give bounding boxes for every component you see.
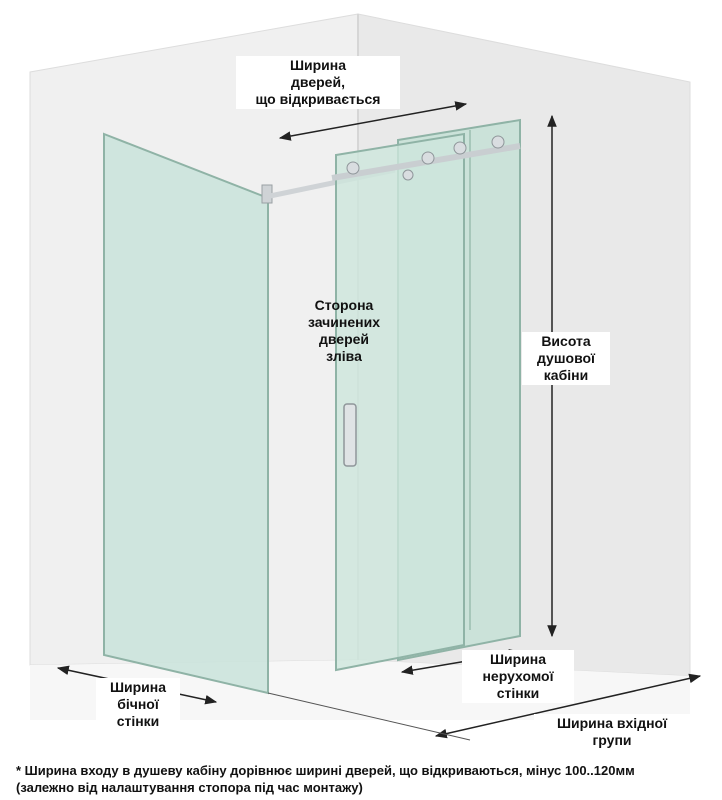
label-entry-group-width: Ширина вхідної групи bbox=[534, 714, 690, 750]
door-width-arrow bbox=[278, 101, 468, 141]
label-line: групи bbox=[592, 732, 632, 748]
label-line: Сторона bbox=[314, 297, 374, 313]
label-line: що відкривається bbox=[255, 91, 381, 107]
roller bbox=[346, 161, 360, 175]
label-line: бічної bbox=[117, 696, 159, 712]
roller bbox=[402, 169, 414, 181]
extension-line bbox=[267, 692, 471, 741]
label-line: Висота bbox=[541, 333, 591, 349]
footnote-line: * Ширина входу в душеву кабіну дорівнює … bbox=[16, 763, 635, 778]
label-line: зліва bbox=[326, 348, 362, 364]
roller bbox=[421, 151, 435, 165]
label-line: кабіни bbox=[543, 367, 589, 383]
label-line: дверей, bbox=[291, 74, 345, 90]
label-side-wall-width: Ширина бічної стінки bbox=[96, 678, 180, 731]
label-line: Ширина bbox=[489, 651, 547, 667]
footnote-line: (залежно від налаштування стопора під ча… bbox=[16, 780, 363, 795]
label-line: нерухомої bbox=[482, 668, 554, 684]
label-fixed-wall-width: Ширина нерухомої стінки bbox=[462, 650, 574, 703]
label-closed-door-side: Сторона зачинених дверей зліва bbox=[288, 296, 400, 366]
label-line: Ширина bbox=[289, 57, 347, 73]
label-cabin-height: Висота душової кабіни bbox=[522, 332, 610, 385]
roller bbox=[453, 141, 467, 155]
door-rollers bbox=[346, 135, 505, 181]
footnote: * Ширина входу в душеву кабіну дорівнює … bbox=[16, 762, 716, 796]
label-line: зачинених bbox=[307, 314, 381, 330]
roller bbox=[491, 135, 505, 149]
side-glass-panel bbox=[103, 132, 269, 695]
label-line: дверей bbox=[318, 331, 370, 347]
label-line: Ширина bbox=[109, 679, 167, 695]
label-line: стінки bbox=[116, 713, 160, 729]
door-handle bbox=[343, 403, 357, 467]
entry-width-arrow bbox=[434, 673, 702, 739]
label-door-width: Ширина дверей, що відкривається bbox=[236, 56, 400, 109]
label-line: стінки bbox=[496, 685, 540, 701]
label-line: Ширина вхідної bbox=[556, 715, 668, 731]
label-line: душової bbox=[537, 350, 595, 366]
sliding-door-panel bbox=[335, 132, 465, 672]
